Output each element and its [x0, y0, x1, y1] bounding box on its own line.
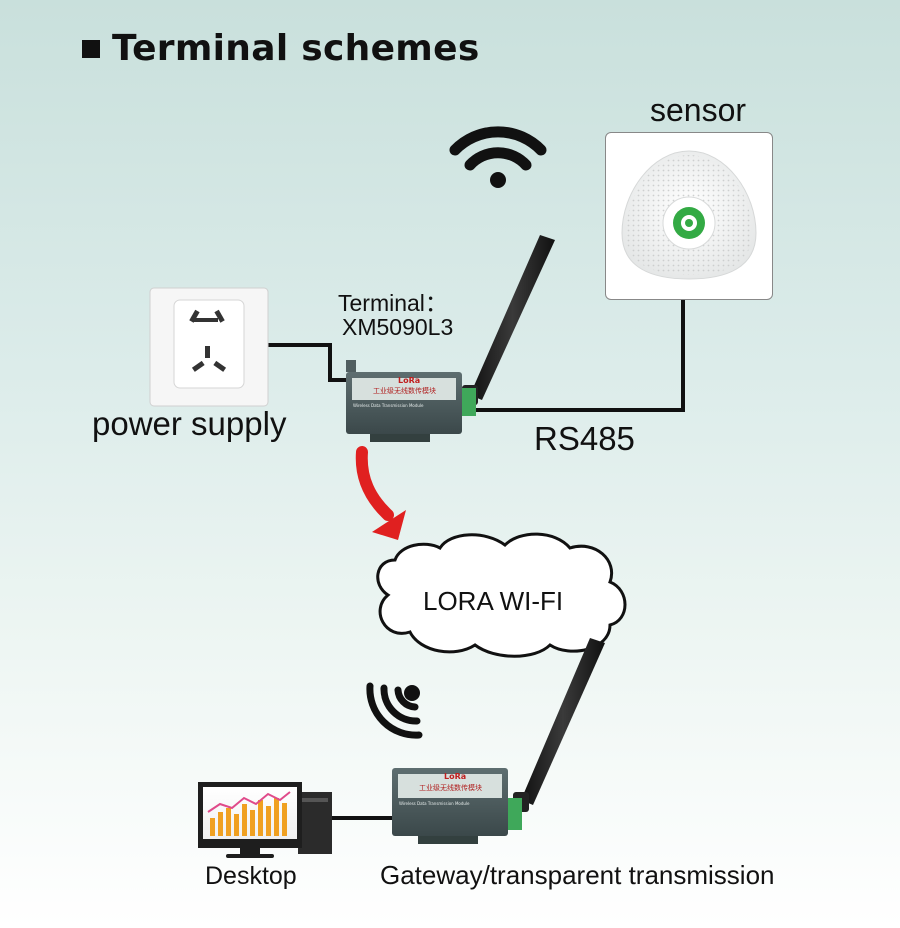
sensor-label: sensor	[650, 92, 747, 128]
page-title: Terminal schemes	[82, 28, 480, 69]
desktop-computer-image	[198, 782, 332, 858]
desktop-label: Desktop	[205, 862, 297, 890]
gateway-device-subtitle: Wireless Data Transmission Module	[399, 801, 470, 806]
red-arrow	[355, 446, 406, 540]
rs485-wire	[475, 300, 685, 412]
signal-icon	[366, 682, 423, 739]
terminal-device-title: 工业级无线数传模块	[373, 387, 436, 395]
gateway-label: Gateway/transparent transmission	[380, 860, 775, 890]
wifi-icon	[449, 126, 547, 188]
terminal-label-line1: Terminal：	[338, 290, 448, 316]
gateway-device-image	[392, 638, 605, 844]
power-wire	[268, 343, 352, 382]
gateway-device-brand: LoRa	[444, 772, 467, 781]
terminal-device-brand: LoRa	[398, 376, 421, 385]
terminal-device-subtitle: Wireless Data Transmission Module	[353, 403, 424, 408]
cloud-shape	[376, 532, 627, 658]
page-title-text: Terminal schemes	[112, 28, 480, 69]
sensor-box	[605, 132, 773, 300]
rs485-label: RS485	[534, 420, 635, 457]
terminal-label-line2: XM5090L3	[342, 314, 454, 340]
gateway-device-title: 工业级无线数传模块	[419, 784, 482, 792]
power-socket-image	[149, 287, 269, 407]
cloud-label: LORA WI-FI	[423, 586, 564, 616]
connection-lines	[268, 300, 685, 820]
bullet-square	[82, 39, 100, 58]
power-supply-label: power supply	[92, 405, 287, 442]
terminal-device-image	[346, 235, 555, 442]
sensor-image	[621, 150, 757, 280]
